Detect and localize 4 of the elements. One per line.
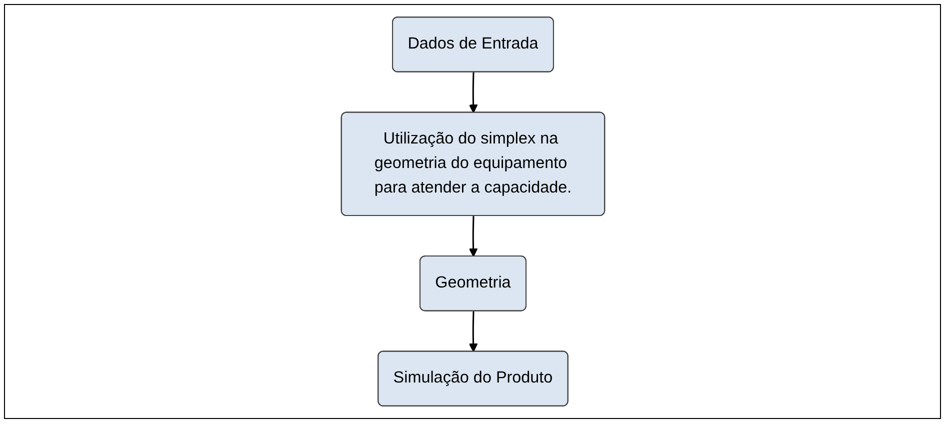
flowchart: Dados de Entrada Utilização do simplex na geometria do equipamento para atender a capacidade. Geometria Simulação do Produto <box>12 9 932 414</box>
arrow <box>468 311 478 352</box>
arrow <box>468 72 478 114</box>
arrow <box>468 216 478 257</box>
